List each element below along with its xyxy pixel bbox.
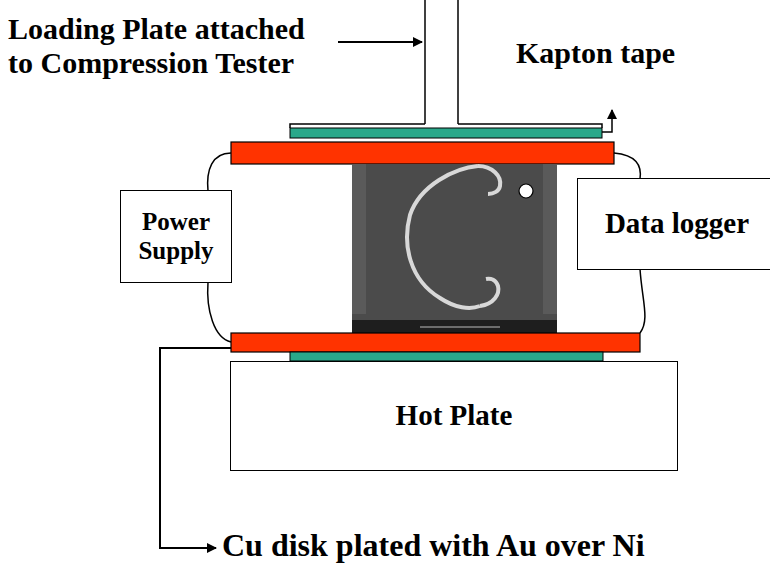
part-label: Kapton tape (516, 36, 675, 70)
equipment-box: Hot Plate (230, 361, 678, 471)
box-label: Data logger (605, 207, 749, 240)
marker-dot (519, 184, 533, 198)
equipment-box: Data logger (577, 178, 770, 270)
part-label: Cu disk plated with Au over Ni (222, 528, 645, 564)
part-label: Loading Plate attached to Compression Te… (8, 12, 326, 79)
pointer-arrow (160, 348, 231, 548)
pointer-arrow (602, 110, 612, 132)
pointer-arrow (338, 41, 422, 43)
equipment-box: Power Supply (120, 190, 232, 283)
box-label: Hot Plate (396, 399, 513, 432)
kapton-strip (290, 128, 602, 138)
sem-image (352, 164, 557, 334)
cu-disk (231, 333, 640, 352)
box-label: Power Supply (131, 208, 221, 266)
kapton-strip (290, 352, 603, 361)
cu-disk (231, 142, 614, 164)
